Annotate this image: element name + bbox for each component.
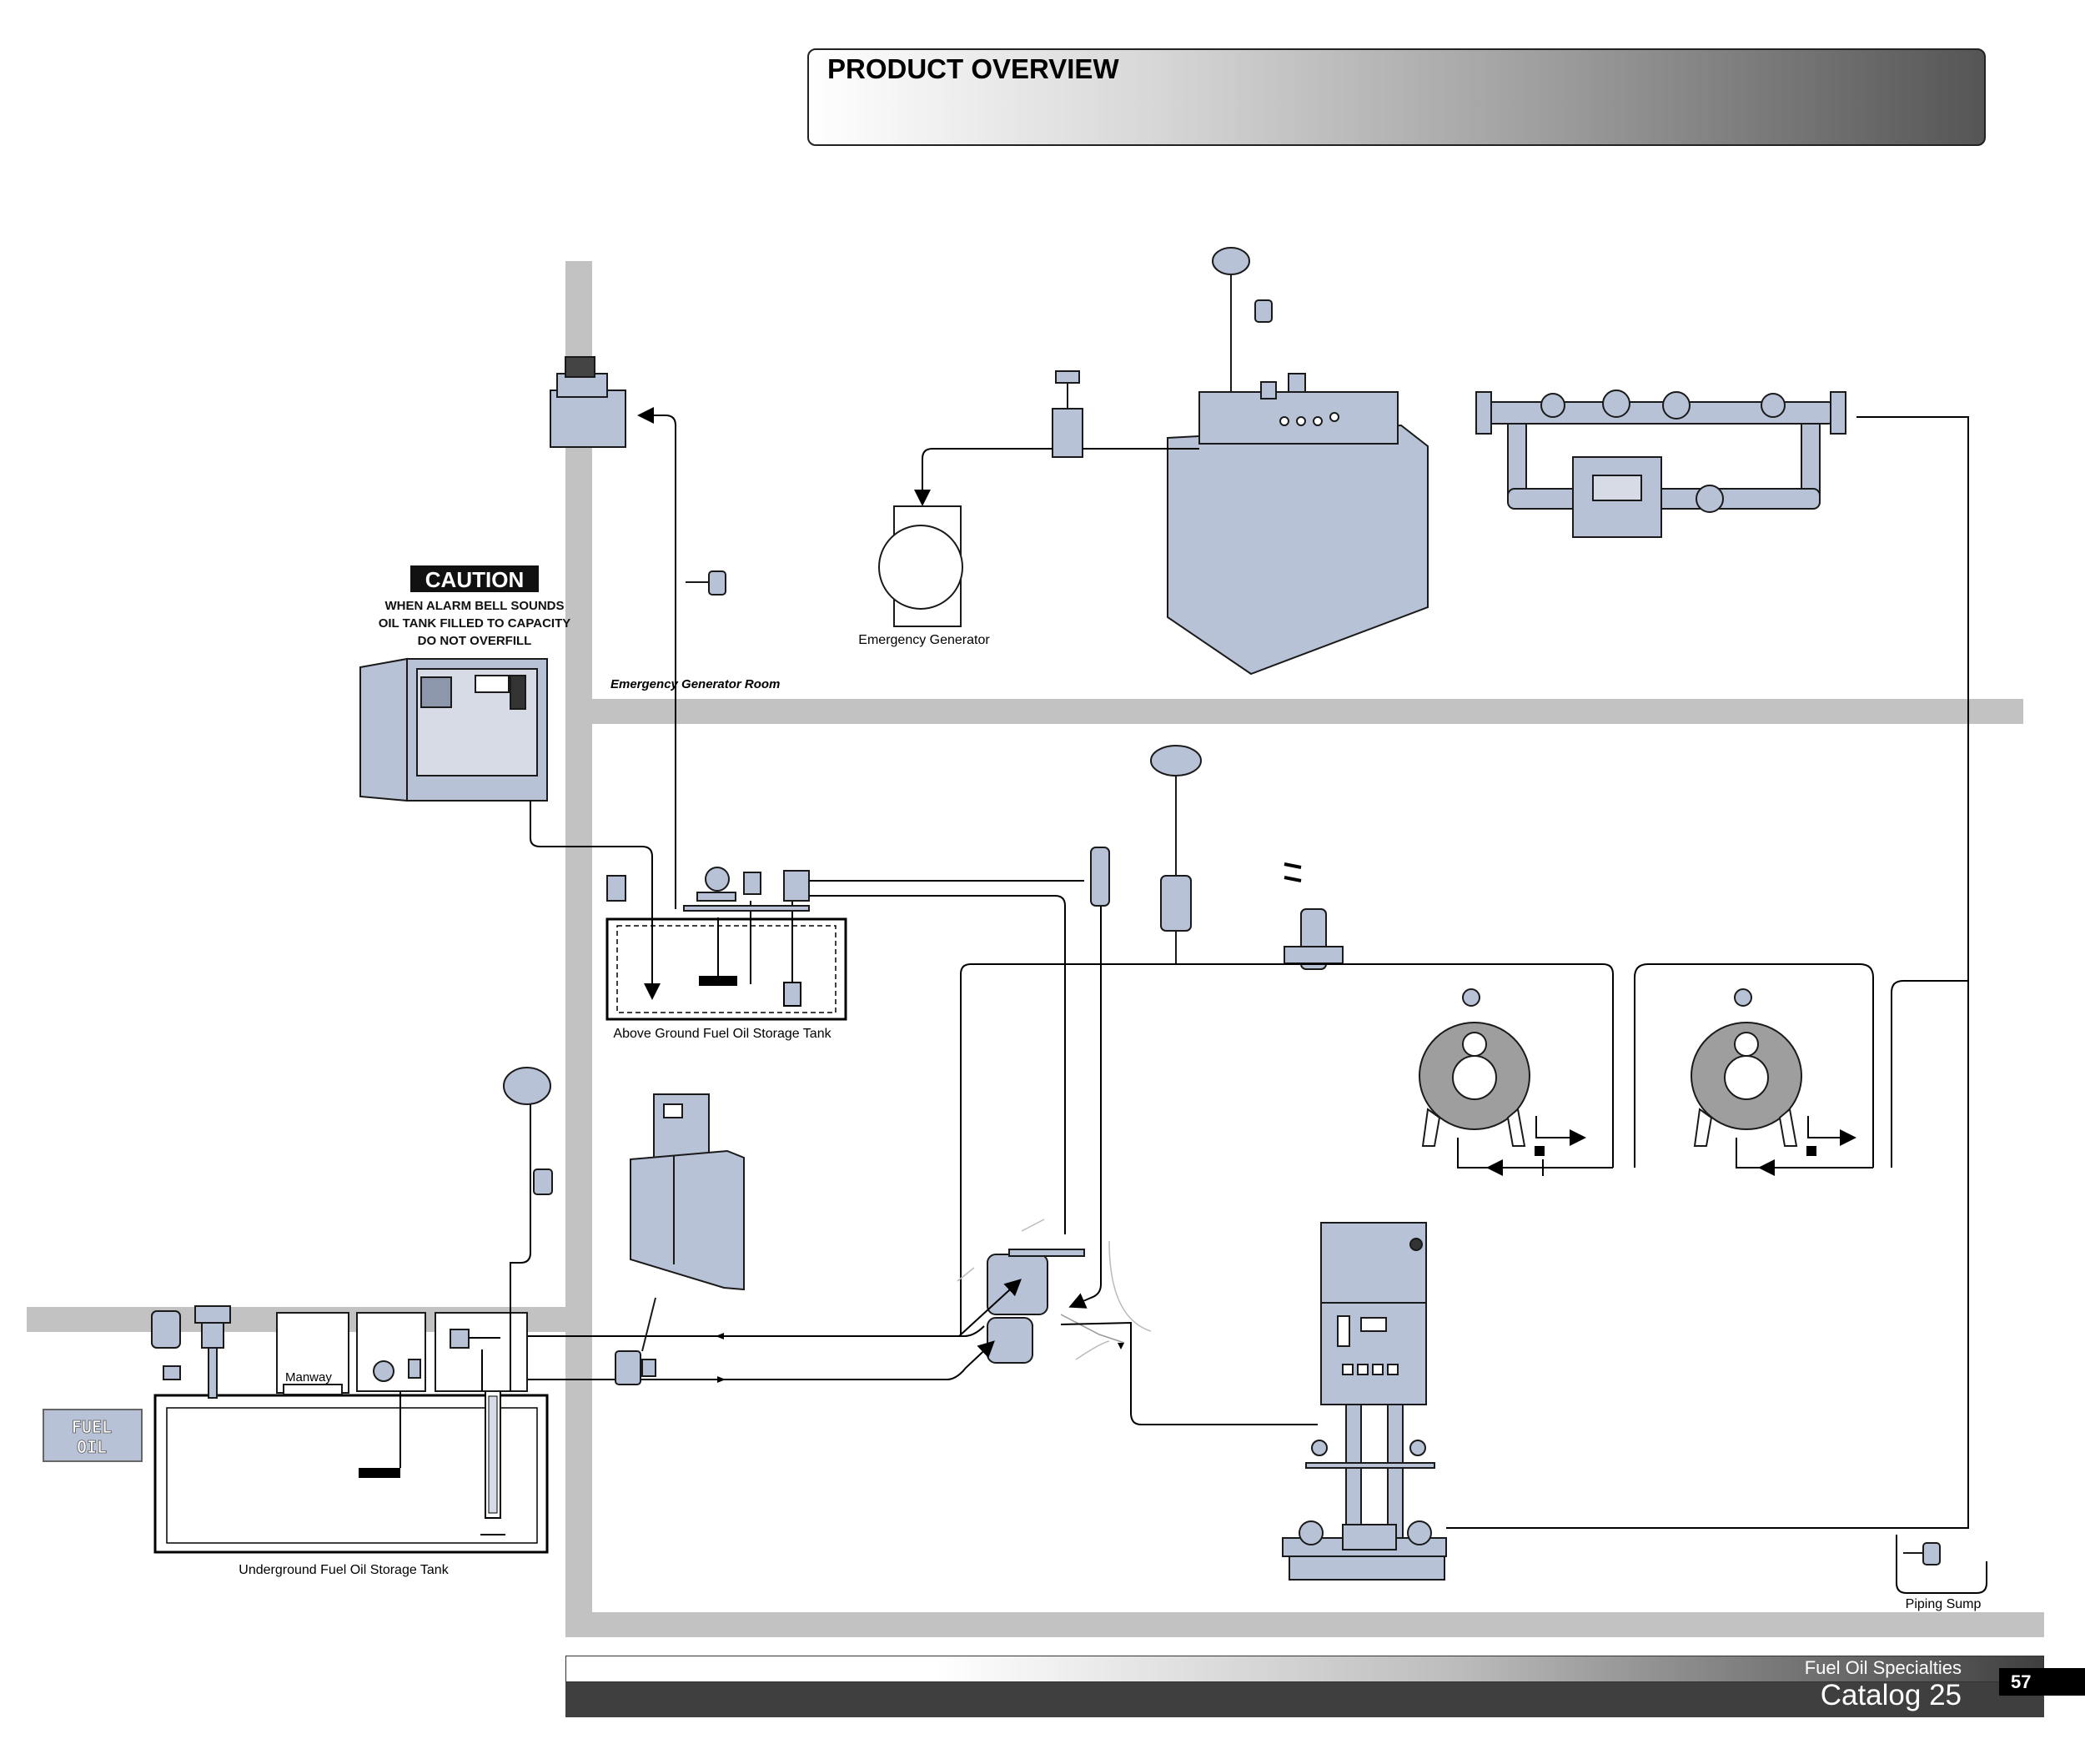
caution-sign: CAUTION WHEN ALARM BELL SOUNDS OIL TANK … <box>379 565 571 648</box>
caution-line1: WHEN ALARM BELL SOUNDS <box>385 599 565 613</box>
footer-catalog: Catalog 25 <box>1820 1679 1962 1711</box>
footer-band-light <box>565 1656 2044 1682</box>
alarm-bell-icon <box>550 356 626 448</box>
sump-sensor-icon <box>1903 1542 1941 1565</box>
emergency-generator-label: Emergency Generator <box>858 633 990 647</box>
sensor-icon <box>686 570 726 596</box>
ball-valve-icon <box>615 1297 656 1385</box>
alarm-line <box>637 407 676 909</box>
pressure-regulator-icon <box>1284 908 1344 970</box>
tank-gauge-icon <box>606 867 810 912</box>
ag-tank-fill-line <box>809 895 1066 1234</box>
pump-set-cabinet <box>1282 1222 1447 1581</box>
footer-band-dark <box>565 1682 2044 1717</box>
underground-tank <box>153 1385 549 1554</box>
page-title: PRODUCT OVERVIEW <box>827 53 1119 84</box>
above-ground-tank-label: Above Ground Fuel Oil Storage Tank <box>613 1027 831 1041</box>
underground-fittings <box>151 1305 528 1399</box>
footer-company: Fuel Oil Specialties <box>1804 1657 1962 1678</box>
fuel-oil-sign-line1: FUEL <box>72 1417 112 1437</box>
gen-feed-line <box>914 448 1053 506</box>
underground-tank-label: Underground Fuel Oil Storage Tank <box>239 1563 449 1577</box>
suction-line <box>450 1325 985 1337</box>
fuel-oil-sign: FUEL OIL <box>43 1409 143 1462</box>
panel-wire <box>530 801 661 1000</box>
boiler-2 <box>1691 988 1802 1147</box>
return-line <box>450 1340 995 1380</box>
vent-cap-icon-3 <box>503 1067 553 1195</box>
globe-valve-icon <box>1052 370 1083 458</box>
above-ground-tank <box>605 901 847 1021</box>
emergency-generator <box>878 505 963 627</box>
supply-header-line <box>960 963 1614 1334</box>
day-tank <box>1167 373 1429 676</box>
header-banner: PRODUCT OVERVIEW <box>807 48 1986 146</box>
return-branch <box>1891 980 1968 1168</box>
caution-heading: CAUTION <box>425 567 524 592</box>
fuel-oil-sign-line2: OIL <box>77 1437 107 1457</box>
multiport-valve-icon <box>987 1249 1085 1364</box>
building-walls <box>27 261 2044 1637</box>
relief-valve-icon <box>1090 847 1110 907</box>
vent-cap-icon-2 <box>1150 745 1202 964</box>
page-number: 57 <box>1999 1668 2085 1696</box>
manway-label: Manway <box>285 1370 332 1385</box>
generator-room-label: Emergency Generator Room <box>610 677 780 691</box>
pump-set-manifold <box>1475 389 1846 538</box>
caution-line2: OIL TANK FILLED TO CAPACITY <box>379 616 571 631</box>
pumpset-return-line <box>1856 416 1969 1529</box>
piping-sump-label: Piping Sump <box>1906 1597 1982 1611</box>
overfill-alarm-panel <box>359 657 548 802</box>
caution-line3: DO NOT OVERFILL <box>418 634 532 648</box>
boiler-loop-2 <box>1634 963 1874 1168</box>
control-cabinet <box>630 1093 745 1291</box>
vent-cap-icon <box>1212 247 1273 399</box>
piping-sump <box>1896 1535 1987 1594</box>
boiler-1 <box>1419 988 1530 1147</box>
